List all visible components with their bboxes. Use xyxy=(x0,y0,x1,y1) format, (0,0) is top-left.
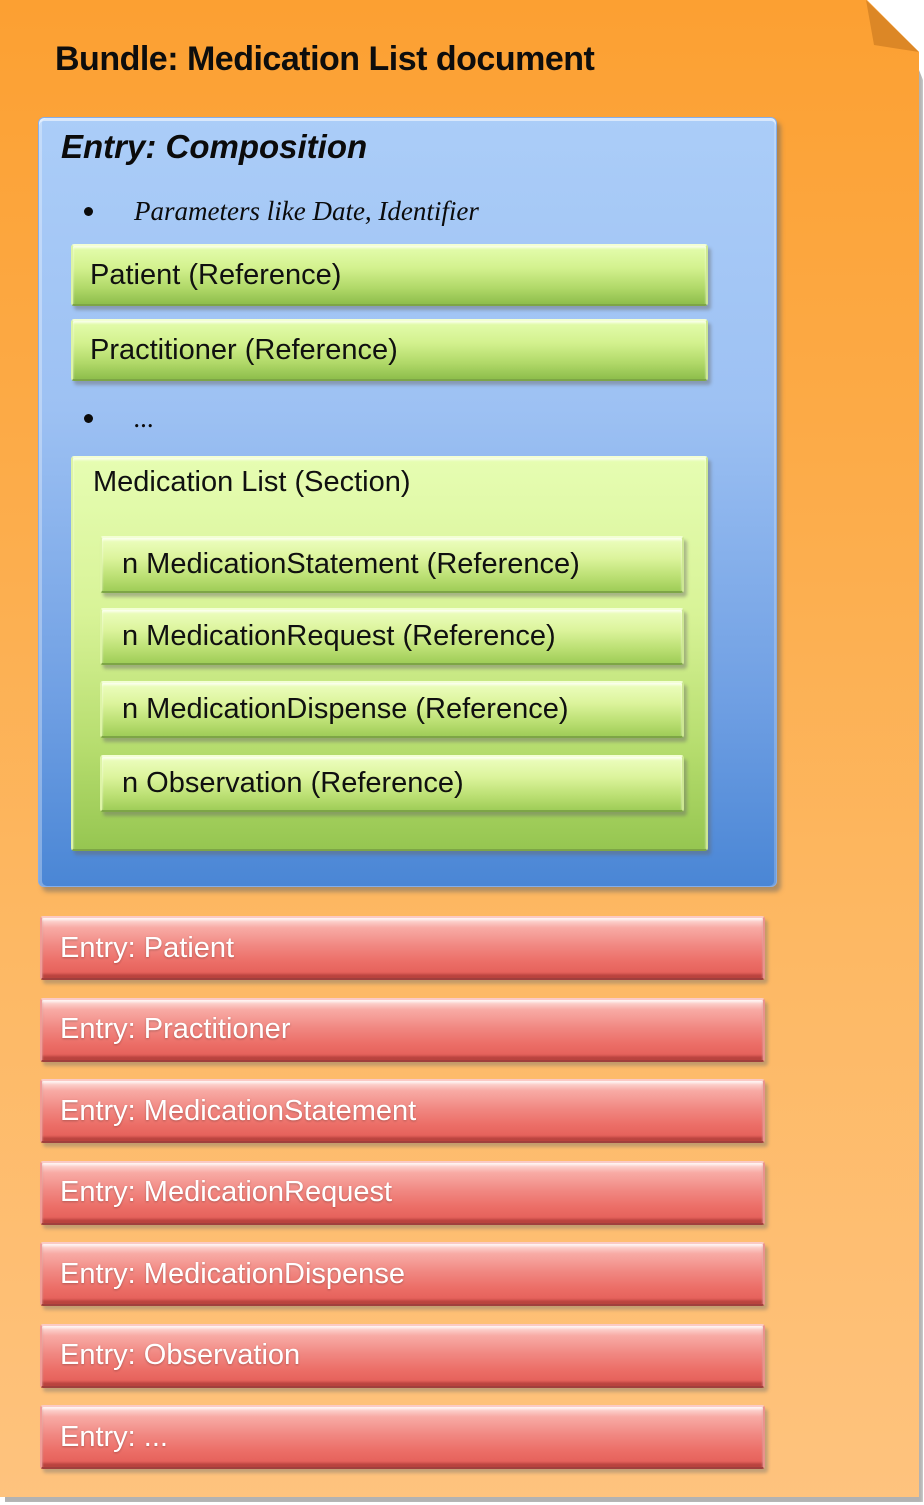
section-item-label: n Observation (Reference) xyxy=(122,767,464,799)
entry-box-practitioner: Entry: Practitioner xyxy=(40,997,765,1062)
bullet-item-parameters: Parameters like Date, Identifier xyxy=(84,193,479,229)
composition-title: Entry: Composition xyxy=(61,128,368,165)
entry-label: Entry: MedicationDispense xyxy=(60,1257,405,1290)
reference-box-practitioner: Practitioner (Reference) xyxy=(71,319,708,381)
bullet-item-ellipsis: ... xyxy=(84,400,154,436)
section-item-label: n MedicationDispense (Reference) xyxy=(122,693,569,725)
entry-box-ellipsis: Entry: ... xyxy=(40,1405,765,1469)
entry-list: Entry: Patient Entry: Practitioner Entry… xyxy=(40,916,765,1469)
section-item-label: n MedicationRequest (Reference) xyxy=(122,620,556,652)
entry-box-medicationdispense: Entry: MedicationDispense xyxy=(40,1242,765,1306)
entry-label: Entry: MedicationStatement xyxy=(60,1094,417,1127)
section-item-medicationdispense: n MedicationDispense (Reference) xyxy=(100,681,684,738)
section-title: Medication List (Section) xyxy=(93,466,411,498)
composition-box: Entry: Composition Parameters like Date,… xyxy=(38,117,777,887)
entry-label: Entry: ... xyxy=(60,1420,168,1453)
reference-label: Patient (Reference) xyxy=(90,258,342,291)
entry-label: Entry: Observation xyxy=(60,1339,301,1371)
entry-box-medicationrequest: Entry: MedicationRequest xyxy=(40,1160,765,1225)
section-item-label: n MedicationStatement (Reference) xyxy=(122,548,580,580)
medication-list-section-box: Medication List (Section) n MedicationSt… xyxy=(71,456,708,851)
reference-label: Practitioner (Reference) xyxy=(90,333,398,366)
section-item-medicationstatement: n MedicationStatement (Reference) xyxy=(100,536,684,593)
entry-box-medicationstatement: Entry: MedicationStatement xyxy=(40,1079,765,1143)
bundle-title: Bundle: Medication List document xyxy=(55,40,595,78)
entry-box-patient: Entry: Patient xyxy=(40,916,765,980)
section-item-medicationrequest: n MedicationRequest (Reference) xyxy=(100,608,684,665)
section-item-observation: n Observation (Reference) xyxy=(100,755,684,812)
entry-label: Entry: MedicationRequest xyxy=(60,1176,393,1208)
bullet-text: ... xyxy=(134,402,155,433)
reference-box-patient: Patient (Reference) xyxy=(71,244,708,306)
bullet-text: Parameters like Date, Identifier xyxy=(134,195,479,226)
entry-box-observation: Entry: Observation xyxy=(40,1323,765,1388)
bullet-marker xyxy=(84,413,93,423)
bullet-marker xyxy=(84,206,93,216)
entry-label: Entry: Patient xyxy=(60,931,235,964)
entry-label: Entry: Practitioner xyxy=(60,1013,291,1045)
